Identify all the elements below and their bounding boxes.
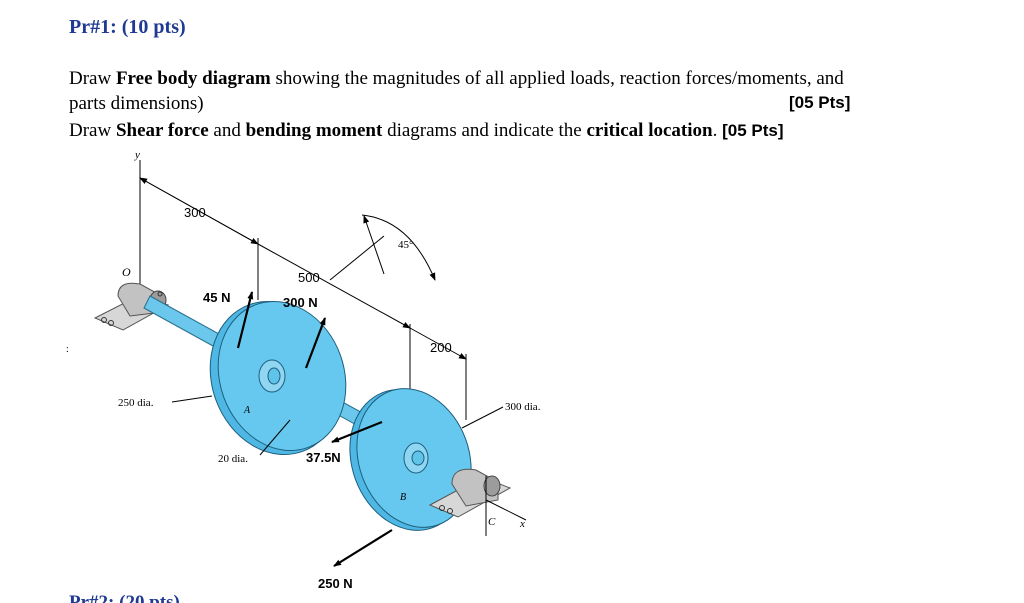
point-b-label: B: [400, 492, 406, 503]
dim-300-arrow-back: [139, 177, 259, 245]
angle-arc: [361, 214, 436, 281]
bold-term-critical: critical location: [586, 120, 713, 141]
text-segment: and: [208, 120, 246, 141]
text-segment: diagrams and indicate the: [382, 120, 587, 141]
dia-250-label: 250 dia.: [118, 397, 154, 409]
force-300-direction: [329, 235, 385, 281]
dim-200-arrow: [409, 327, 467, 360]
dia-300-leader: [461, 406, 504, 429]
point-a-label: A: [243, 405, 251, 416]
force-300-label: 300 N: [283, 295, 318, 310]
dim-500-arrow: [257, 243, 411, 329]
dim-300-label: 300: [184, 205, 206, 220]
next-problem-title-cut: Pr#2: (20 pts): [69, 592, 180, 603]
dia-250-leader: [171, 395, 213, 403]
bold-term-fbd: Free body diagram: [115, 68, 271, 89]
y-axis-label: y: [134, 149, 140, 161]
disk-a: [209, 301, 347, 455]
points-badge-2: [05 Pts]: [722, 121, 784, 140]
x-axis-label: x: [519, 518, 525, 530]
text-segment: Draw: [69, 68, 116, 89]
shaft-diagram: y 300 500 200 45° O: [66, 149, 541, 591]
stray-mark: :: [66, 344, 69, 355]
disk-b: [349, 388, 472, 531]
force-300-arrow: [304, 317, 327, 369]
force-45-label: 45 N: [203, 290, 230, 305]
text-segment: .: [712, 120, 723, 141]
instruction-line-1: Draw Free body diagram showing the magni…: [69, 68, 844, 90]
bold-term-shear: Shear force: [115, 120, 209, 141]
text-segment: parts dimensions): [69, 93, 204, 114]
text-segment: Draw: [69, 120, 116, 141]
dia-300-label: 300 dia.: [505, 401, 541, 413]
dim-500-label: 500: [298, 270, 320, 285]
force-250-arrow: [333, 529, 393, 567]
angle-ref-line: [363, 215, 385, 275]
problem-title: Pr#1: (10 pts): [69, 16, 186, 38]
force-45-arrow: [236, 291, 254, 349]
text-segment: showing the magnitudes of all applied lo…: [270, 68, 844, 89]
force-250-label: 250 N: [318, 576, 353, 591]
dia-20-label: 20 dia.: [218, 453, 248, 465]
bold-term-moment: bending moment: [245, 120, 383, 141]
origin-label: O: [122, 265, 131, 279]
x-axis-line: [485, 499, 527, 521]
force-37-5-label: 37.5N: [306, 450, 341, 465]
angle-label: 45°: [398, 239, 413, 251]
dim-200-label: 200: [430, 340, 452, 355]
points-badge-1: [05 Pts]: [789, 93, 851, 112]
instruction-line-2: parts dimensions): [69, 93, 204, 115]
point-c-label: C: [488, 516, 496, 528]
dia-20-leader: [259, 419, 291, 456]
instruction-line-3: Draw Shear force and bending moment diag…: [69, 120, 784, 142]
force-37-5-arrow: [331, 420, 383, 444]
